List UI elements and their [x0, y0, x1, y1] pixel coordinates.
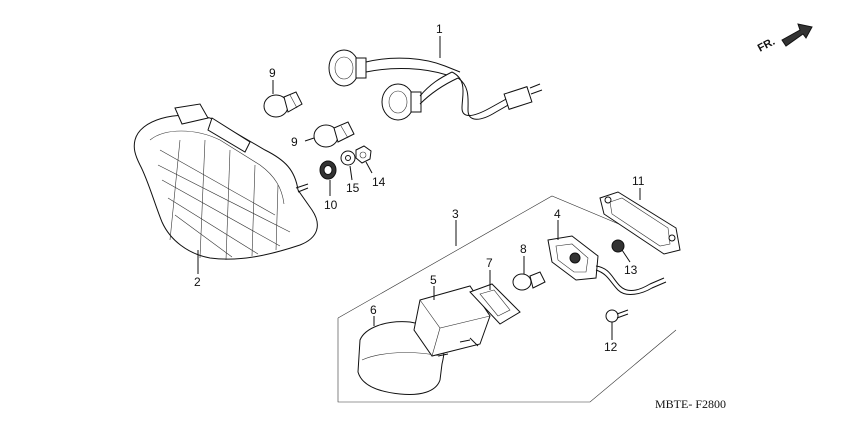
front-direction-label: FR. [756, 36, 777, 55]
nut [355, 145, 372, 164]
callout-15: 15 [346, 181, 360, 195]
callout-6: 6 [370, 303, 377, 317]
leader-lines [197, 36, 641, 340]
gasket [469, 283, 521, 325]
callout-7: 7 [486, 256, 493, 270]
bulb-lower [313, 121, 355, 148]
wire-harness [328, 49, 543, 121]
front-direction-indicator: FR. [756, 23, 813, 55]
license-socket-base [547, 235, 667, 295]
grommet [319, 160, 337, 180]
license-bulb [512, 271, 546, 291]
callout-2: 2 [194, 275, 201, 289]
callout-13: 13 [624, 263, 638, 277]
callout-5: 5 [430, 273, 437, 287]
bulb-upper [263, 91, 303, 118]
callout-4: 4 [554, 207, 561, 221]
callout-10: 10 [324, 198, 338, 212]
holder-grommet [611, 239, 625, 253]
callout-9-upper: 9 [269, 66, 276, 80]
license-light-holder [599, 191, 681, 255]
callout-labels: 1 9 9 10 15 14 2 3 4 5 6 7 8 11 13 12 [194, 22, 645, 354]
callout-12: 12 [604, 340, 618, 354]
washer [340, 150, 356, 166]
license-case [413, 285, 491, 357]
callout-11: 11 [632, 174, 645, 188]
callout-9-lower: 9 [291, 135, 298, 149]
diagram-code: MBTE- F2800 [655, 397, 726, 411]
callout-3: 3 [452, 207, 459, 221]
callout-1: 1 [436, 22, 443, 36]
callout-14: 14 [372, 175, 386, 189]
taillight-assembly [133, 103, 318, 261]
front-arrow-icon [781, 23, 813, 47]
screw [605, 309, 629, 323]
callout-8: 8 [520, 242, 527, 256]
